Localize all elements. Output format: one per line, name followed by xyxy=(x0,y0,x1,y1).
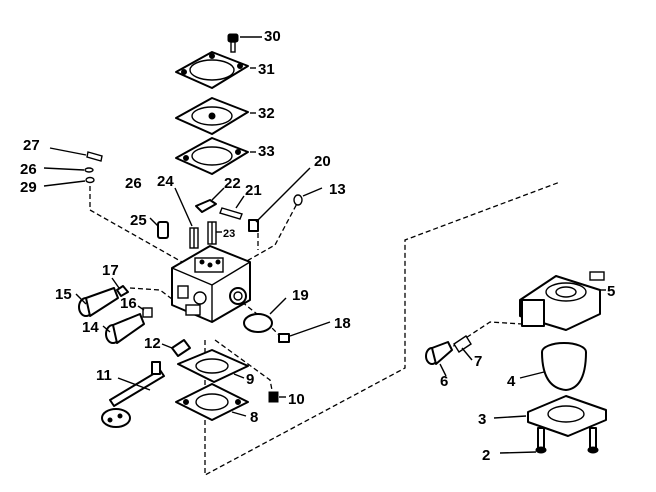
part-24-spring xyxy=(174,187,199,249)
part-32-diaphragm xyxy=(175,97,256,135)
carburetor-body xyxy=(171,245,251,323)
callout-2: 2 xyxy=(482,447,490,464)
callout-labels: 30 31 32 33 27 26 29 26 24 22 21 20 13 2… xyxy=(20,28,615,464)
callout-26-center: 26 xyxy=(125,175,142,192)
callout-5: 5 xyxy=(607,283,615,300)
callout-3: 3 xyxy=(478,411,486,428)
callout-15: 15 xyxy=(55,286,72,303)
part-2-screws xyxy=(499,427,599,454)
part-19-disc xyxy=(243,297,287,333)
part-11-throttle-shaft xyxy=(101,361,165,428)
callout-6: 6 xyxy=(440,373,448,390)
callout-18: 18 xyxy=(334,315,351,332)
part-9-gasket xyxy=(177,349,249,383)
callout-14: 14 xyxy=(82,319,99,336)
part-30-screw xyxy=(227,33,262,53)
callout-19: 19 xyxy=(292,287,309,304)
part-21-pin xyxy=(219,195,245,220)
part-18-screw xyxy=(278,321,331,343)
callout-10: 10 xyxy=(288,391,305,408)
callout-30: 30 xyxy=(264,28,281,45)
callout-11: 11 xyxy=(96,367,112,384)
callout-27: 27 xyxy=(23,137,40,154)
callout-31: 31 xyxy=(258,61,275,78)
callout-13: 13 xyxy=(329,181,346,198)
part-16-spring xyxy=(137,305,153,318)
part-29-washer xyxy=(43,176,95,187)
callout-22: 22 xyxy=(224,175,241,192)
callout-24: 24 xyxy=(157,173,174,190)
callout-32: 32 xyxy=(258,105,275,122)
part-26-clip-left xyxy=(43,167,94,173)
part-27-pin xyxy=(49,147,103,162)
callout-8: 8 xyxy=(250,409,258,426)
callout-20: 20 xyxy=(314,153,331,170)
callout-7: 7 xyxy=(474,353,482,370)
part-17-fitting xyxy=(111,277,129,297)
part-3-flange xyxy=(493,395,607,437)
part-13-clip xyxy=(293,187,323,206)
part-25-needle xyxy=(149,217,169,239)
part-10-nut xyxy=(268,391,286,403)
part-12-fitting xyxy=(161,339,191,357)
callout-33: 33 xyxy=(258,143,275,160)
part-15-adjusting-screw xyxy=(75,287,119,317)
callout-16: 16 xyxy=(120,295,137,312)
part-31-pump-cover xyxy=(175,51,256,89)
callout-25: 25 xyxy=(130,212,147,229)
callout-29: 29 xyxy=(20,179,37,196)
part-5-pump-body xyxy=(519,271,606,331)
part-8-plate xyxy=(175,383,249,421)
part-6-screw xyxy=(425,341,453,377)
callout-4: 4 xyxy=(507,373,516,390)
part-33-gasket xyxy=(175,137,256,175)
part-4-primer-bulb xyxy=(519,342,587,391)
callout-12: 12 xyxy=(144,335,161,352)
part-22-lever xyxy=(195,187,225,213)
part-7-spring xyxy=(453,335,473,361)
part-20-screw xyxy=(248,167,311,232)
part-14-adjusting-screw xyxy=(102,313,145,344)
callout-21: 21 xyxy=(245,182,262,199)
callout-23: 23 xyxy=(223,228,235,240)
callout-26-left: 26 xyxy=(20,161,37,178)
callout-9: 9 xyxy=(246,371,254,388)
part-23-spring xyxy=(207,221,222,245)
callout-17: 17 xyxy=(102,262,119,279)
